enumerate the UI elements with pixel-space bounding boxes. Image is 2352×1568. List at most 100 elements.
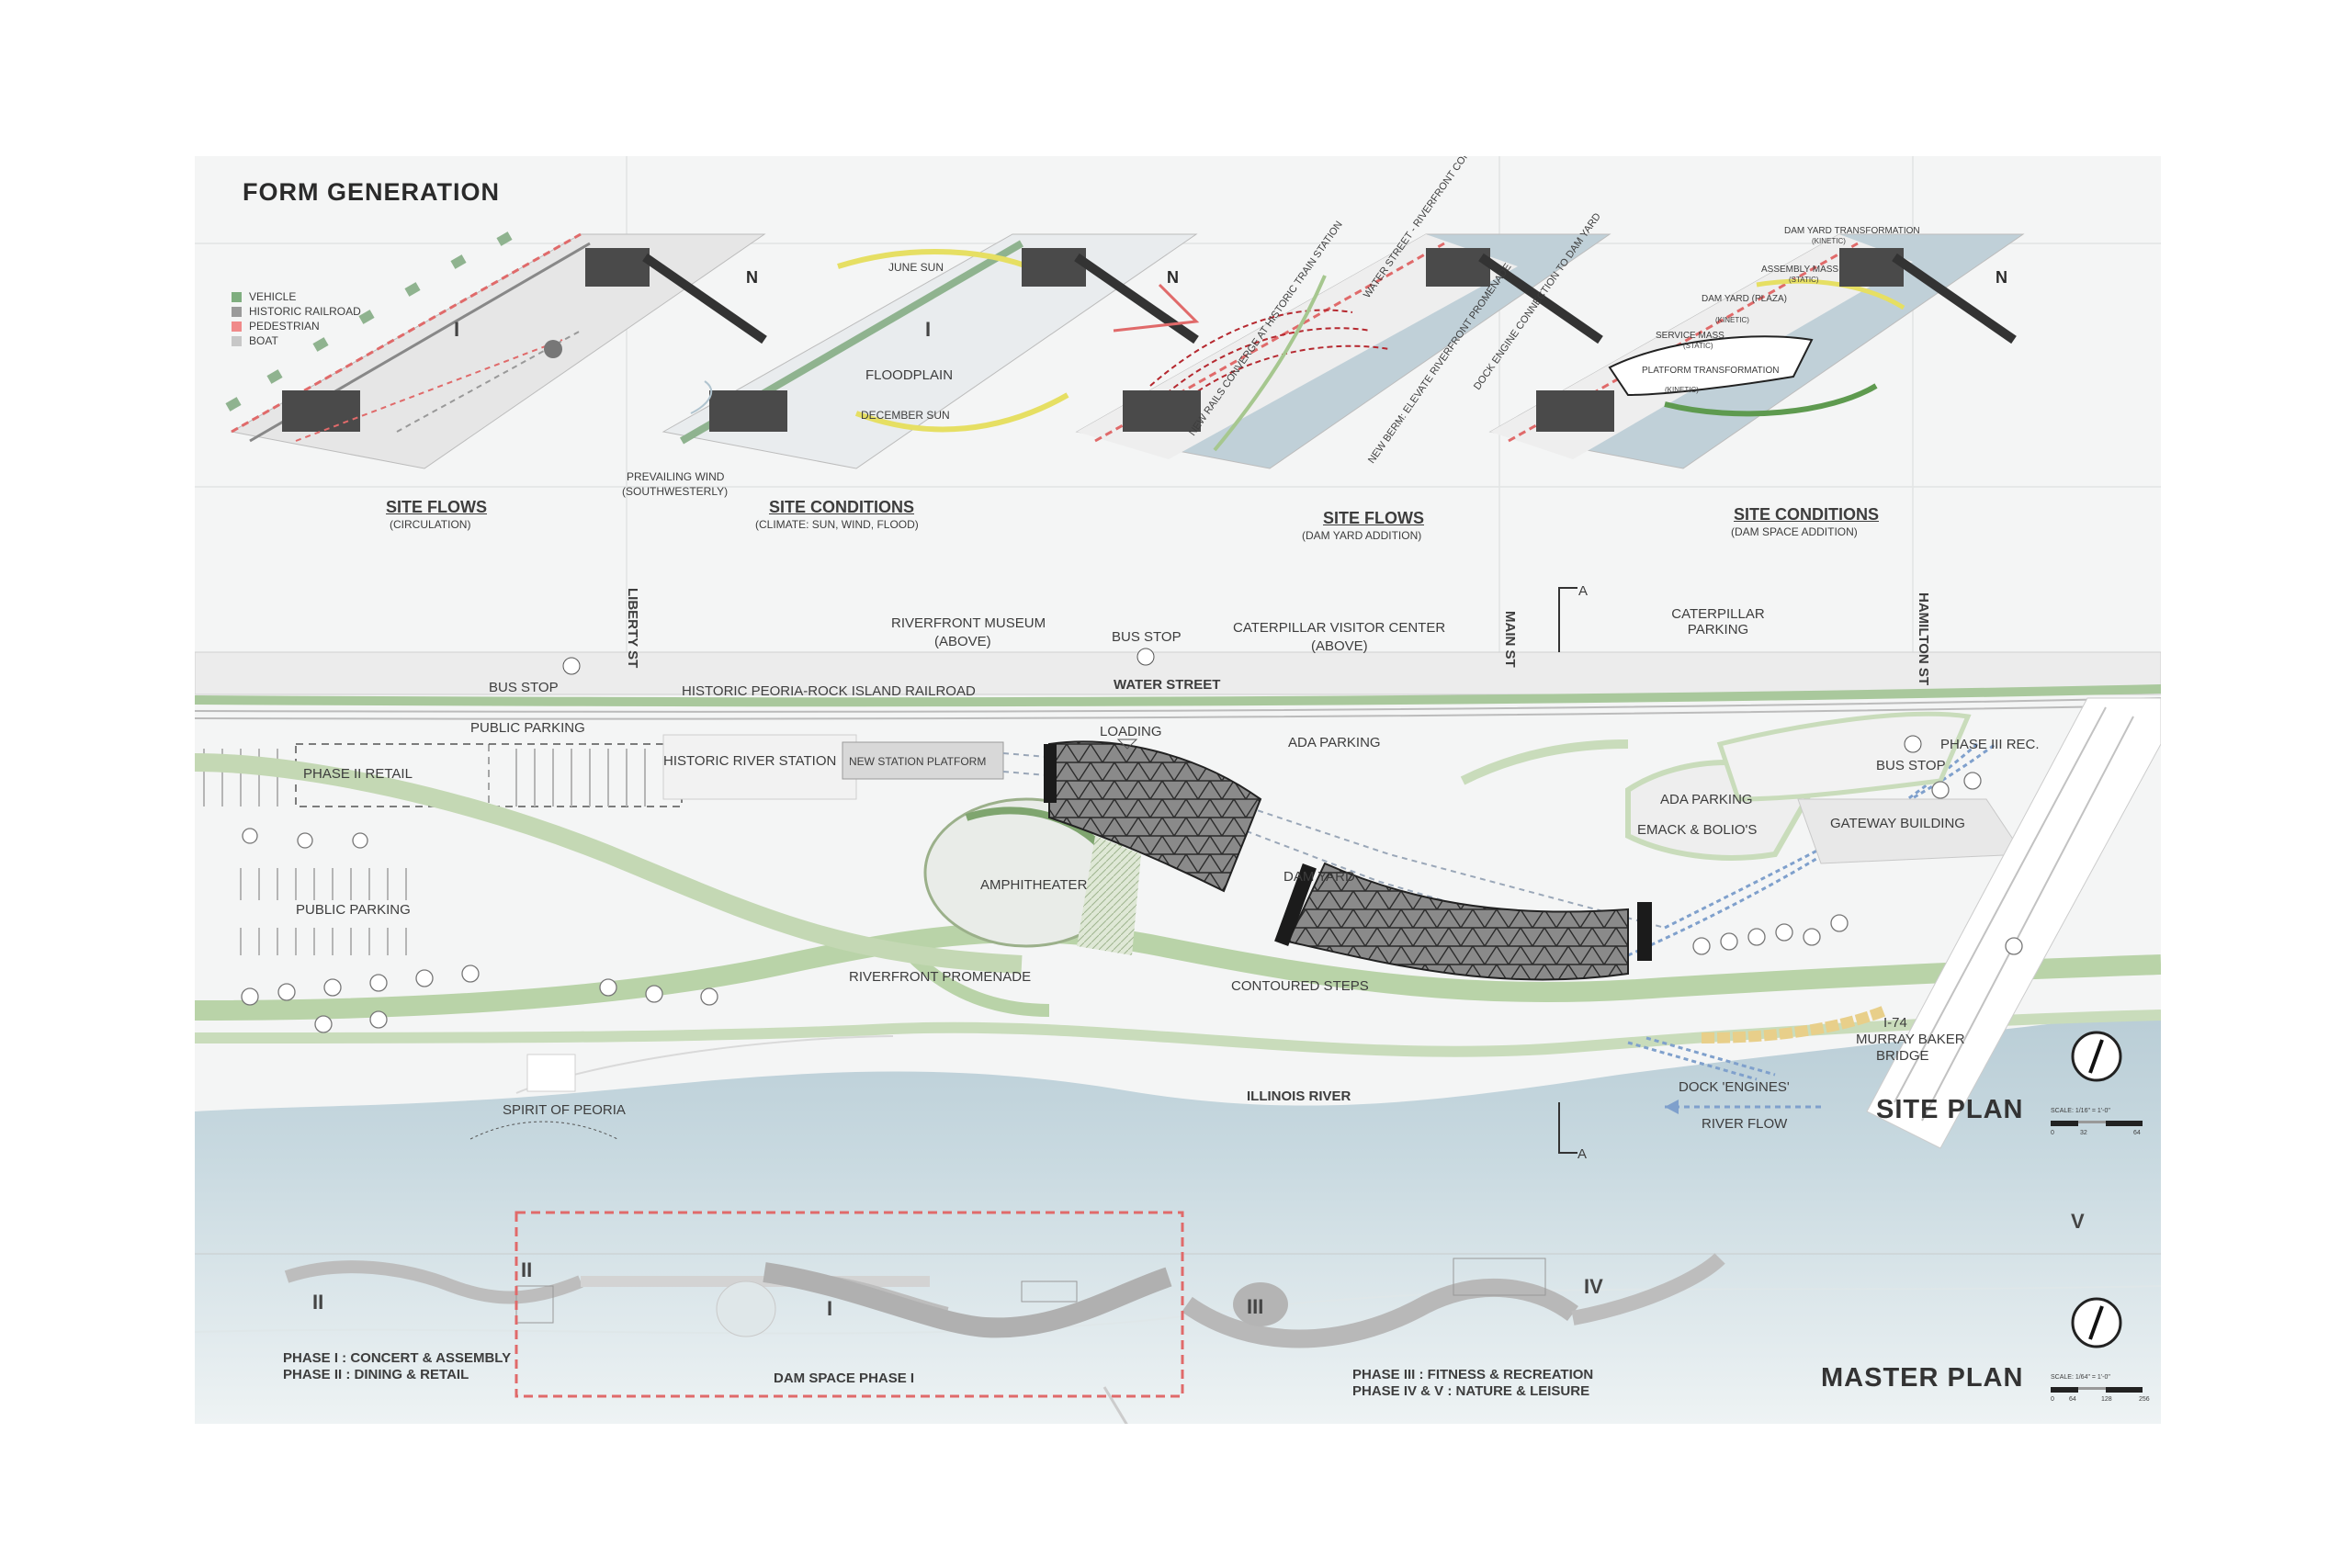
caterpillar-vc-label: CATERPILLAR VISITOR CENTER	[1233, 620, 1446, 636]
master-legend-phase1: PHASE I : CONCERT & ASSEMBLY	[283, 1350, 512, 1366]
museum-above-label: (ABOVE)	[934, 634, 991, 649]
contoured-steps-label: CONTOURED STEPS	[1231, 978, 1369, 994]
diagram2-caption: SITE CONDITIONS	[769, 498, 915, 516]
legend-pedestrian: PEDESTRIAN	[232, 320, 320, 333]
june-sun-label: JUNE SUN	[888, 261, 944, 274]
main-street-label: MAIN ST	[1502, 611, 1518, 668]
bus-stop-east-label: BUS STOP	[1876, 758, 1946, 773]
master-scale-tick-2: 128	[2101, 1396, 2112, 1403]
gateway-building-label: GATEWAY BUILDING	[1830, 816, 1965, 831]
public-parking-west-label: PUBLIC PARKING	[296, 902, 411, 918]
legend-label: VEHICLE	[249, 290, 297, 303]
north-arrow-1: N	[746, 268, 759, 287]
loading-label: LOADING	[1100, 724, 1162, 739]
diagram2-subcaption: (CLIMATE: SUN, WIND, FLOOD)	[755, 518, 919, 531]
public-parking-north-label: PUBLIC PARKING	[470, 720, 585, 736]
liberty-street-label: LIBERTY ST	[625, 588, 640, 669]
legend-railroad: HISTORIC RAILROAD	[232, 305, 361, 318]
platform-label: PLATFORM TRANSFORMATION	[1642, 366, 1780, 376]
diagram4-subcaption: (DAM SPACE ADDITION)	[1731, 525, 1858, 538]
i74-label: I-74	[1883, 1015, 1907, 1031]
site-scale-tick-2: 64	[2133, 1130, 2141, 1136]
legend-label: PEDESTRIAN	[249, 320, 320, 333]
kinetic-tag-2: (KINETIC)	[1715, 316, 1749, 324]
caterpillar-above-label: (ABOVE)	[1311, 638, 1368, 654]
legend-label: BOAT	[249, 334, 278, 347]
master-scale-tick-0: 0	[2051, 1396, 2054, 1403]
promenade-label: RIVERFRONT PROMENADE	[849, 969, 1032, 985]
dam-transform-label: DAM YARD TRANSFORMATION	[1784, 226, 1920, 236]
drawing-sheet: FORM GENERATION VEHICLE HISTORIC RAILROA…	[195, 156, 2161, 1424]
master-phase-i: I	[827, 1297, 833, 1320]
site-scale-tick-1: 32	[2080, 1130, 2087, 1136]
section-mark-top: A	[1578, 583, 1589, 599]
water-street-label: WATER STREET	[1114, 677, 1221, 693]
bus-stop-center-label: BUS STOP	[1112, 629, 1182, 645]
diagram1-numeral: I	[454, 318, 460, 341]
river-flow-label: RIVER FLOW	[1702, 1116, 1788, 1132]
bridge-label: BRIDGE	[1876, 1048, 1929, 1064]
diagram1-caption: SITE FLOWS	[386, 498, 487, 516]
plaza-label: DAM YARD (PLAZA)	[1702, 294, 1787, 304]
master-legend-phase45: PHASE IV & V : NATURE & LEISURE	[1352, 1383, 1590, 1399]
museum-label: RIVERFRONT MUSEUM	[891, 615, 1046, 631]
diagram1-subcaption: (CIRCULATION)	[390, 518, 471, 531]
section-mark-bottom: A	[1577, 1146, 1588, 1162]
master-phase-iv: IV	[1584, 1275, 1603, 1298]
diagram3-subcaption: (DAM YARD ADDITION)	[1302, 529, 1422, 542]
illinois-river-label: ILLINOIS RIVER	[1247, 1089, 1351, 1104]
vehicle-swatch	[232, 291, 242, 302]
north-arrow-4: N	[1996, 268, 2008, 287]
master-scale-tick-1: 64	[2069, 1396, 2076, 1403]
river-station-label: HISTORIC RIVER STATION	[663, 753, 837, 769]
floodplain-label: FLOODPLAIN	[865, 367, 954, 383]
master-phase-v: V	[2071, 1210, 2085, 1233]
pedestrian-swatch	[232, 321, 242, 332]
phase2-retail-label: PHASE II RETAIL	[303, 766, 413, 782]
master-plan-scale: SCALE: 1/64" = 1'-0"	[2051, 1374, 2110, 1381]
site-scale-tick-0: 0	[2051, 1130, 2054, 1136]
hamilton-street-label: HAMILTON ST	[1916, 592, 1931, 686]
railroad-label: HISTORIC PEORIA-ROCK ISLAND RAILROAD	[682, 683, 976, 699]
diagram3-caption: SITE FLOWS	[1323, 509, 1424, 527]
master-legend-phase3: PHASE III : FITNESS & RECREATION	[1352, 1367, 1594, 1382]
master-plan-title: MASTER PLAN	[1821, 1363, 2024, 1393]
dock-engines-label: DOCK 'ENGINES'	[1679, 1079, 1790, 1095]
new-platform-label: NEW STATION PLATFORM	[849, 755, 987, 768]
spirit-of-peoria-label: SPIRIT OF PEORIA	[503, 1102, 626, 1118]
amphitheater-label: AMPHITHEATER	[980, 877, 1088, 893]
legend-label: HISTORIC RAILROAD	[249, 305, 361, 318]
master-scale-tick-3: 256	[2139, 1396, 2150, 1403]
master-phase-ii-west: II	[312, 1291, 324, 1314]
site-plan-scale: SCALE: 1/16" = 1'-0"	[2051, 1108, 2110, 1114]
plan-linework	[195, 156, 2161, 1424]
diagram2-numeral: I	[925, 318, 932, 341]
ada-parking-north-label: ADA PARKING	[1288, 735, 1381, 750]
service-mass-label: SERVICE MASS	[1656, 331, 1724, 341]
north-arrow-2: N	[1167, 268, 1180, 287]
master-legend-phase2: PHASE II : DINING & RETAIL	[283, 1367, 469, 1382]
legend-vehicle: VEHICLE	[232, 290, 296, 303]
master-phase-iii: III	[1247, 1295, 1264, 1318]
site-plan-title: SITE PLAN	[1876, 1095, 2024, 1124]
wind-sublabel: (SOUTHWESTERLY)	[622, 485, 729, 498]
kinetic-tag-1: (KINETIC)	[1812, 237, 1846, 245]
murray-baker-label: MURRAY BAKER	[1856, 1032, 1965, 1047]
wind-label: PREVAILING WIND	[627, 470, 725, 483]
bus-stop-west-label: BUS STOP	[489, 680, 559, 695]
assembly-mass-label: ASSEMBLY MASS	[1761, 265, 1839, 275]
caterpillar-parking-label: CATERPILLAR PARKING	[1671, 606, 1765, 637]
dam-space-phase-label: DAM SPACE PHASE I	[774, 1371, 915, 1386]
ada-parking-east-label: ADA PARKING	[1660, 792, 1753, 807]
master-phase-ii-center: II	[521, 1258, 533, 1281]
kinetic-tag-3: (KINETIC)	[1665, 386, 1699, 394]
december-sun-label: DECEMBER SUN	[861, 409, 950, 422]
boat-swatch	[232, 335, 242, 346]
phase3-rec-label: PHASE III REC.	[1940, 737, 2040, 752]
static-tag-2: (STATIC)	[1683, 342, 1713, 350]
static-tag-1: (STATIC)	[1789, 276, 1819, 284]
diagram4-caption: SITE CONDITIONS	[1734, 505, 1880, 524]
emack-label: EMACK & BOLIO'S	[1637, 822, 1758, 838]
legend-boat: BOAT	[232, 334, 278, 347]
form-generation-title: FORM GENERATION	[243, 178, 500, 206]
